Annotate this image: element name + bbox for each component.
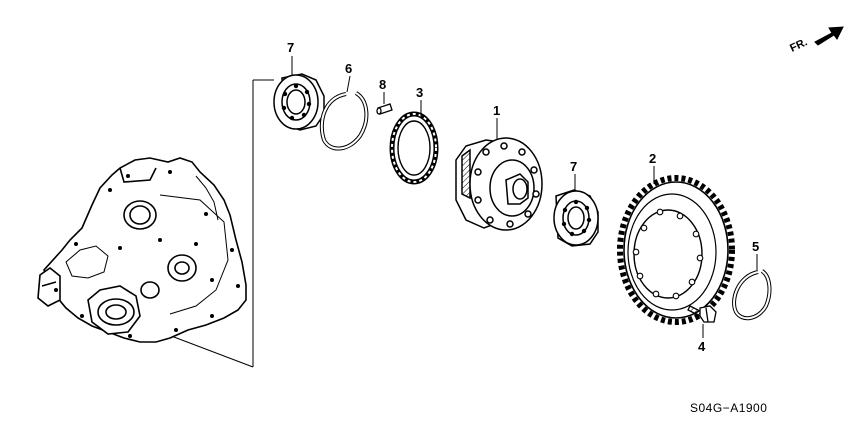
callout-8: 8 (379, 77, 386, 92)
diagram-code: S04G−A1900 (690, 401, 767, 415)
callouts: 7 6 8 3 1 7 2 5 4 (287, 40, 759, 354)
callout-2: 2 (649, 151, 656, 166)
snap-ring-upper (319, 91, 369, 151)
front-label: FR. (788, 36, 809, 54)
callout-6: 6 (345, 61, 352, 76)
differential-carrier (455, 137, 543, 231)
pin (376, 103, 393, 115)
bearing-lower (553, 189, 599, 247)
callout-5: 5 (752, 239, 759, 254)
front-arrow-icon (814, 26, 844, 46)
callout-7-upper: 7 (287, 40, 294, 55)
transmission-housing (37, 157, 247, 343)
leader-lines (291, 56, 758, 338)
callout-4: 4 (698, 339, 706, 354)
callout-7-lower: 7 (570, 159, 577, 174)
front-direction-indicator: FR. (788, 26, 844, 55)
snap-ring-lower (732, 269, 772, 321)
bearing-upper (273, 73, 325, 131)
callout-3: 3 (416, 85, 423, 100)
gear-bolt (687, 305, 717, 323)
final-driven-gear (617, 175, 735, 325)
shim-ring (389, 111, 439, 185)
callout-1: 1 (493, 103, 500, 118)
